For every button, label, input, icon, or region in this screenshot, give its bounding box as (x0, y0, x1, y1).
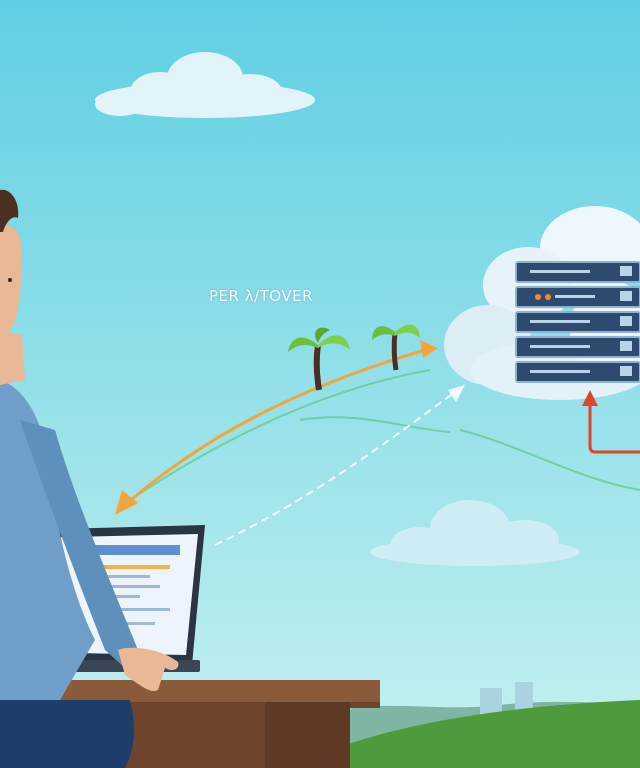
cloud-icon (370, 500, 580, 566)
orange-arrow-head (420, 340, 438, 358)
cloud-icon (95, 52, 315, 118)
red-arrow (588, 402, 640, 454)
server-rack-icon (515, 261, 640, 383)
grass-hill (345, 700, 640, 768)
red-arrow-head (582, 390, 598, 406)
person-at-laptop (0, 189, 179, 768)
palm-tree-icon (288, 327, 350, 391)
orange-arrow (124, 348, 426, 507)
green-flow-lines (129, 369, 640, 501)
city-building (480, 688, 502, 718)
white-arrow-head (448, 385, 465, 402)
palm-tree-icon (372, 324, 420, 371)
white-arrow (214, 391, 456, 546)
orange-arrow-tail (115, 490, 138, 515)
scene-caption: PER λ/TOVER (209, 287, 314, 305)
